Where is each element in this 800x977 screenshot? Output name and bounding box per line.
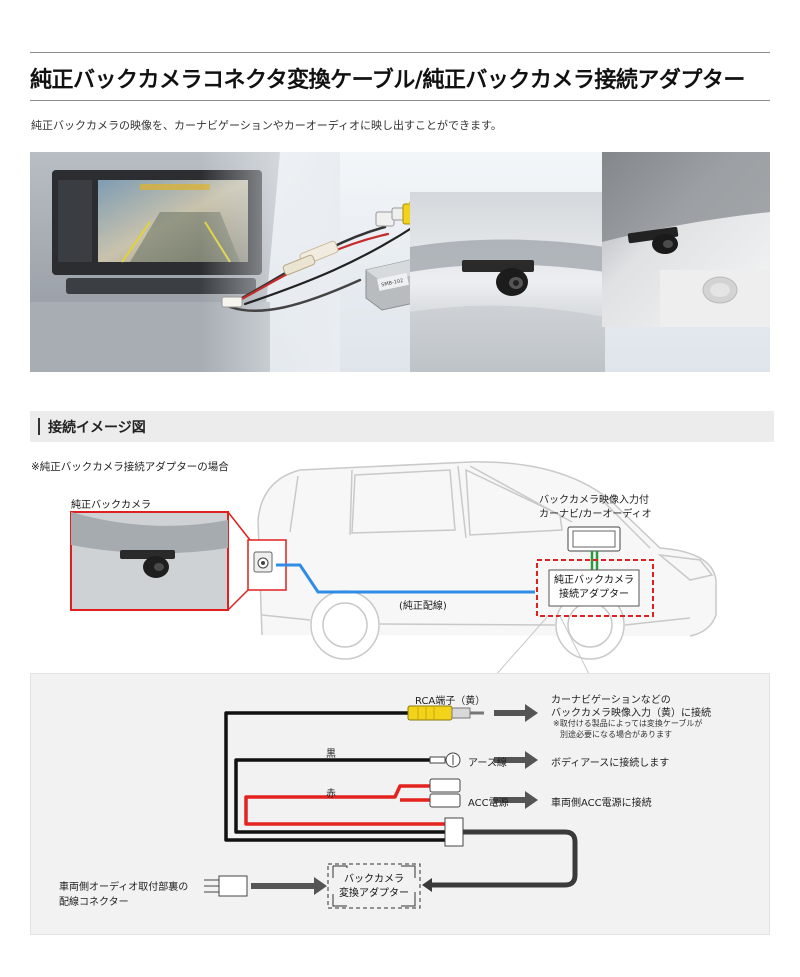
product-banner: SMB-102	[30, 152, 770, 372]
rca-note-line1: ※取付ける製品によっては変換ケーブルが	[553, 719, 703, 728]
camera-closeup-photo	[602, 152, 770, 327]
rca-label: RCA端子（黄）	[415, 696, 486, 707]
adapter-label-line2: 接続アダプター	[559, 589, 629, 600]
page-title: 純正バックカメラコネクタ変換ケーブル/純正バックカメラ接続アダプター	[30, 68, 745, 93]
navi-unit-icon	[567, 526, 621, 552]
rca-plug-icon	[407, 705, 484, 721]
navi-label-line1: バックカメラ映像入力付	[539, 495, 649, 506]
black-wire-label: 黒	[326, 749, 336, 760]
factory-cable-line	[276, 563, 535, 594]
product-photo-illustration: SMB-102	[30, 152, 770, 372]
section-heading: 接続イメージ図	[30, 411, 774, 442]
adapter-highlight-box	[536, 559, 654, 617]
camera-icon	[253, 551, 273, 573]
conv-adapter-line2: 変換アダプター	[339, 888, 409, 899]
intro-text: 純正バックカメラの映像を、カーナビゲーションやカーオーディオに映し出すことができ…	[31, 119, 502, 132]
vehicle-connector-line2: 配線コネクター	[59, 897, 129, 908]
wiring-detail-panel	[30, 673, 770, 935]
adapter-label: SMB-102	[381, 278, 404, 288]
cable-label: (純正配線)	[399, 601, 447, 612]
acc-label: ACC電源	[468, 798, 509, 809]
harness-connector	[444, 817, 464, 847]
rca-note-line2: 別途必要になる場合があります	[560, 730, 672, 739]
adapter-label-line1: 純正バックカメラ	[554, 575, 634, 586]
top-divider	[30, 52, 770, 53]
acc-terminal-icon	[429, 778, 461, 808]
earth-label: アース線	[468, 758, 507, 769]
adapter-note: ※純正バックカメラ接続アダプターの場合	[31, 461, 229, 473]
acc-target: 車両側ACC電源に接続	[551, 798, 652, 809]
earth-target: ボディアースに接続します	[551, 758, 670, 769]
navi-label-line2: カーナビ/カーオーディオ	[539, 509, 652, 520]
red-wire-label: 赤	[326, 789, 336, 800]
rca-target-line1: カーナビゲーションなどの	[551, 695, 671, 706]
vehicle-connector-line1: 車両側オーディオ取付部裏の	[59, 882, 189, 893]
black-wires	[224, 711, 445, 842]
camera-label: 純正バックカメラ	[71, 500, 151, 511]
section-heading-bar	[38, 418, 40, 435]
section-heading-text: 接続イメージ図	[48, 420, 146, 436]
bumper-camera-photo	[410, 192, 605, 372]
rca-target-line2: バックカメラ映像入力（黄）に接続	[551, 708, 711, 719]
red-wire	[244, 784, 445, 826]
earth-terminal-icon	[429, 752, 461, 768]
conv-adapter-line1: バックカメラ	[344, 874, 404, 885]
wiring-arrows	[251, 704, 538, 895]
conversion-adapter-icon	[327, 863, 421, 909]
title-divider	[30, 100, 770, 101]
vehicle-connector-icon	[204, 875, 248, 897]
